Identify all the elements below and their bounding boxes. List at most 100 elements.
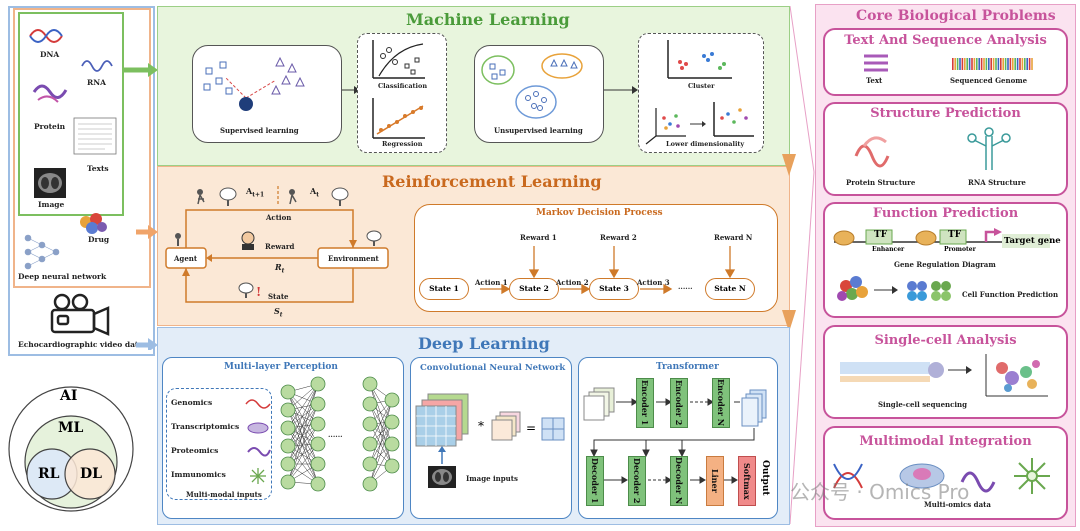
ai-venn-diagram	[8, 386, 134, 512]
action3-label: Action 3	[637, 278, 670, 287]
state3-node: State 3	[589, 278, 639, 300]
s-t-label: St	[274, 306, 283, 319]
genome-bar	[997, 58, 1000, 70]
single-cell-title: Single-cell Analysis	[874, 333, 1017, 348]
output-label: Output	[760, 460, 770, 496]
input-feature-map	[415, 393, 469, 447]
mlp-edge	[369, 399, 393, 445]
mlp-edge	[369, 421, 393, 465]
mlp-edge	[287, 443, 319, 483]
state2-node: State 2	[509, 278, 559, 300]
text-document-icon	[73, 117, 117, 155]
cluster-plot	[667, 40, 732, 79]
function-diagram	[833, 228, 1050, 301]
rna-structure-label: RNA Structure	[968, 178, 1026, 187]
genome-bar	[1000, 58, 1002, 70]
structure-card	[823, 102, 1068, 196]
unsupervised-plot	[481, 53, 583, 119]
mlp-edge	[287, 409, 319, 445]
mlp-neuron	[280, 456, 296, 472]
mlp-neuron	[280, 384, 296, 400]
ml-title: Machine Learning	[406, 10, 570, 29]
state1-node: State 1	[419, 278, 469, 300]
genome-bar	[966, 58, 968, 70]
equals-operator: =	[526, 421, 536, 435]
mlp-neuron	[310, 416, 326, 432]
mlp-dots: ······	[328, 432, 343, 441]
encoder1-block: Encoder 1	[636, 378, 654, 428]
rewardN-label: Reward N	[714, 233, 753, 242]
mlp-neuron	[310, 436, 326, 452]
genomics-label: Genomics	[171, 398, 213, 407]
mlp-neuron	[362, 416, 378, 432]
proteomics-label: Proteomics	[171, 446, 219, 455]
mlp-neuron	[280, 474, 296, 490]
genome-bar	[1031, 58, 1033, 70]
genome-bar	[992, 58, 995, 70]
mlp-edge	[287, 409, 319, 485]
mlp-neuron	[310, 376, 326, 392]
antibody-icon	[1014, 458, 1050, 494]
sequencing-bars-icon	[840, 362, 972, 382]
genome-bar	[1009, 58, 1012, 70]
mlp-neuron	[362, 456, 378, 472]
genome-bar	[1026, 58, 1028, 70]
mlp-edge	[287, 409, 319, 465]
markov-chain-arrows	[480, 246, 736, 295]
drug-icon	[80, 213, 107, 234]
cell-cluster-icon	[837, 276, 951, 301]
genome-bar	[1016, 58, 1019, 70]
genome-bar	[1007, 58, 1009, 70]
mlp-edge	[287, 383, 319, 447]
softmax-block: Softmax	[738, 456, 756, 506]
gene-regulation-icon	[833, 228, 1050, 248]
rl-title: Reinforcement Learning	[382, 172, 602, 191]
panel-down-arrows	[782, 154, 796, 332]
genome-bar	[1012, 58, 1014, 70]
dna-small-icon	[245, 399, 271, 409]
text-seq-icons	[864, 54, 1033, 72]
a-t-label: At	[310, 186, 319, 199]
tree-icon-2	[331, 187, 349, 206]
genome-bar	[976, 58, 978, 70]
classification-label: Classification	[378, 82, 428, 90]
kernel	[491, 411, 521, 441]
mlp-edge	[369, 399, 393, 465]
protein-omics-icon	[960, 471, 996, 493]
decoder2-block: Decoder 2	[628, 456, 646, 506]
tf-label-2: TF	[948, 230, 962, 240]
genome-bar	[1024, 58, 1026, 70]
mlp-edge	[287, 423, 319, 465]
genome-bar	[990, 58, 992, 70]
mlp-edge	[287, 391, 319, 465]
cell-icon	[247, 422, 269, 434]
immunomics-label: Immunomics	[171, 470, 226, 479]
cbp-connector	[790, 6, 815, 525]
genome-bar	[985, 58, 988, 70]
mlp-edge	[287, 427, 319, 485]
cluster-dim-plots	[645, 40, 754, 145]
mlp-edge	[287, 383, 319, 429]
genome-bar	[1028, 58, 1031, 70]
genome-bar	[961, 58, 964, 70]
genome-bar	[959, 58, 961, 70]
supervised-box	[192, 45, 342, 143]
single-cell-icons	[840, 354, 1048, 397]
promoter-label: Promoter	[944, 246, 976, 253]
supervised-label: Supervised learning	[220, 126, 299, 135]
lower-dim-label: Lower dimensionality	[666, 140, 745, 148]
a-t1-label: At+1	[246, 186, 265, 199]
mlp-neuron	[384, 392, 400, 408]
protein-label: Protein	[34, 122, 66, 131]
ct-image-icon	[34, 168, 66, 198]
mlp-neuron	[384, 414, 400, 430]
genome-bar	[964, 58, 966, 70]
state-tree-icon: !	[238, 282, 261, 299]
genome-bar	[954, 58, 956, 70]
genome-bars-icon	[952, 58, 1033, 70]
genome-bar	[1019, 58, 1021, 70]
ml-arrow-2	[604, 86, 638, 94]
liner-block: Liner	[706, 456, 724, 506]
video-camera-icon	[50, 293, 110, 336]
